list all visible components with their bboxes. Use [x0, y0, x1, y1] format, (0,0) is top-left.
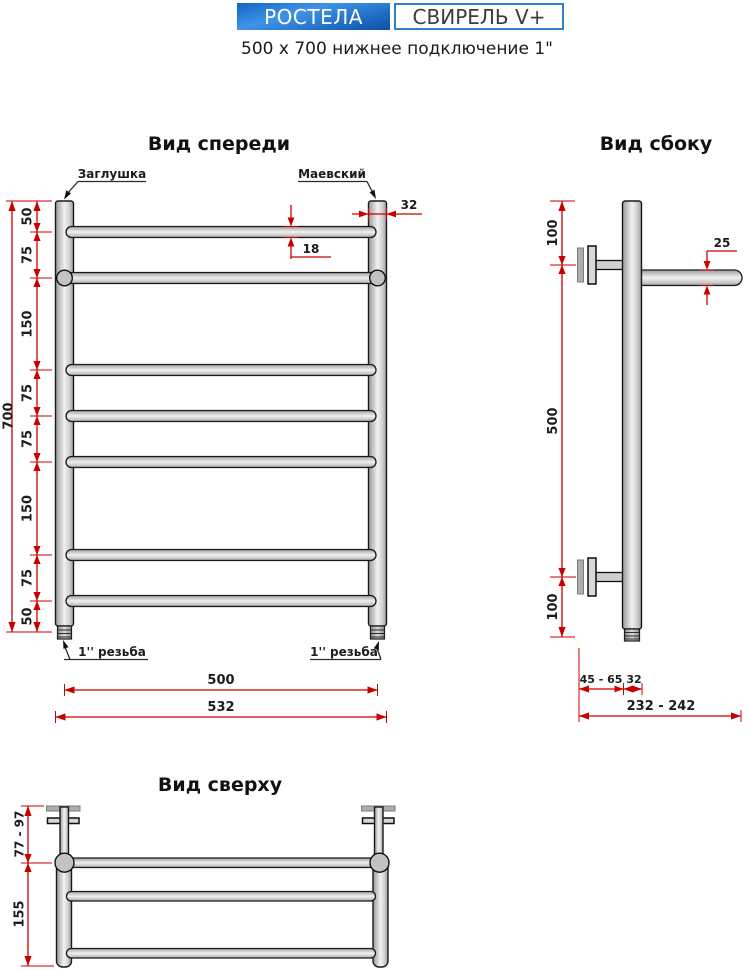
front-rung: [65, 548, 377, 562]
front-rung: [65, 594, 377, 608]
dim-top-chain: 77 - 97 155: [13, 805, 54, 967]
front-rung: [65, 225, 377, 239]
callout-thread-left-label: 1'' резьба: [78, 645, 146, 659]
dim-label: 32: [401, 198, 418, 212]
dim-label: 75: [21, 430, 36, 448]
side-view-title: Вид сбоку: [600, 133, 713, 155]
bracket-arm: [595, 571, 625, 583]
brand-badge: РОСТЕЛА: [237, 3, 390, 30]
bracket-wall-plate: [577, 559, 584, 595]
front-view: Вид спереди: [2, 133, 422, 723]
top-bar: [65, 890, 377, 902]
bracket-stem: [373, 806, 384, 858]
callout-thread-right: 1'' резьба: [310, 641, 382, 661]
dim-label: 45 - 65: [580, 673, 623, 686]
callout-thread-right-label: 1'' резьба: [310, 645, 378, 659]
dim-label: 532: [207, 700, 234, 715]
dim-front-chain: 50 75 150 75 75 150 75 50: [6, 200, 52, 633]
dim-label: 18: [303, 242, 320, 256]
dim-front-532: 532: [55, 700, 387, 723]
bracket-wall-plate: [577, 247, 584, 283]
front-rung: [65, 409, 377, 423]
top-bar: [65, 947, 377, 959]
dim-label: 100: [546, 219, 561, 246]
top-shelf-joint-left: [54, 852, 75, 873]
dim-label: 50: [21, 207, 36, 225]
side-bracket-lower: [577, 557, 625, 597]
dim-label: 150: [21, 495, 36, 522]
bracket-flange: [587, 557, 597, 597]
front-rungs: [63, 225, 379, 608]
top-shelf-joint-right: [369, 852, 390, 873]
model-label: СВИРЕЛЬ V+: [412, 4, 546, 29]
dim-label: 25: [714, 236, 731, 250]
side-view: Вид сбоку: [546, 133, 743, 722]
front-left-thread: [56, 625, 73, 640]
dim-side-depth: 45 - 65 32 232 - 242: [578, 648, 742, 722]
dim-label: 155: [13, 900, 28, 927]
front-right-thread: [369, 625, 386, 640]
dim-label: 232 - 242: [627, 699, 696, 714]
top-shelf-bar: [63, 857, 381, 869]
front-shelf-joint-right: [369, 269, 387, 287]
dim-label: 50: [21, 607, 36, 625]
callout-air-vent: Маевский: [298, 167, 376, 199]
dim-front-18: 18: [284, 205, 331, 259]
top-view: Вид сверху: [13, 774, 396, 968]
top-bracket-left: [46, 805, 81, 858]
side-tube: [621, 200, 643, 630]
front-shelf-joint-left: [56, 269, 74, 287]
top-view-title: Вид сверху: [158, 774, 283, 796]
dim-label: 100: [546, 593, 561, 620]
dim-label: 150: [21, 310, 36, 337]
dim-label: 75: [21, 246, 36, 264]
dim-front-700: 700: [2, 201, 17, 632]
dim-label: 77 - 97: [13, 811, 27, 858]
side-bracket-upper: [577, 245, 625, 285]
callout-air-vent-label: Маевский: [298, 167, 366, 181]
bracket-flange: [587, 245, 597, 285]
dim-label: 75: [21, 384, 36, 402]
callout-plug: Заглушка: [64, 167, 146, 200]
bracket-arm: [595, 259, 625, 271]
dim-label: 500: [207, 673, 234, 688]
front-view-title: Вид спереди: [148, 133, 290, 155]
side-thread: [623, 628, 641, 642]
dim-side-chain: 100 500 100: [546, 200, 576, 638]
dim-front-500: 500: [64, 673, 378, 696]
brand-label: РОСТЕЛА: [264, 4, 363, 29]
drawing-subtitle: 500 x 700 нижнее подключение 1": [241, 39, 553, 59]
front-rung: [63, 271, 379, 285]
model-badge: СВИРЕЛЬ V+: [394, 3, 564, 30]
dim-label: 500: [546, 407, 561, 434]
side-shelf-tube: [633, 269, 743, 287]
front-rung: [65, 455, 377, 469]
bracket-stem: [59, 806, 70, 858]
top-bracket-right: [361, 805, 396, 858]
dim-label: 32: [626, 673, 641, 686]
dim-front-32: 32: [352, 198, 422, 220]
callout-plug-label: Заглушка: [78, 167, 147, 181]
front-rung: [65, 363, 377, 377]
callout-thread-left: 1'' резьба: [63, 640, 148, 661]
dim-side-25: 25: [700, 236, 737, 305]
dim-label: 700: [2, 402, 17, 429]
dim-label: 75: [21, 569, 36, 587]
